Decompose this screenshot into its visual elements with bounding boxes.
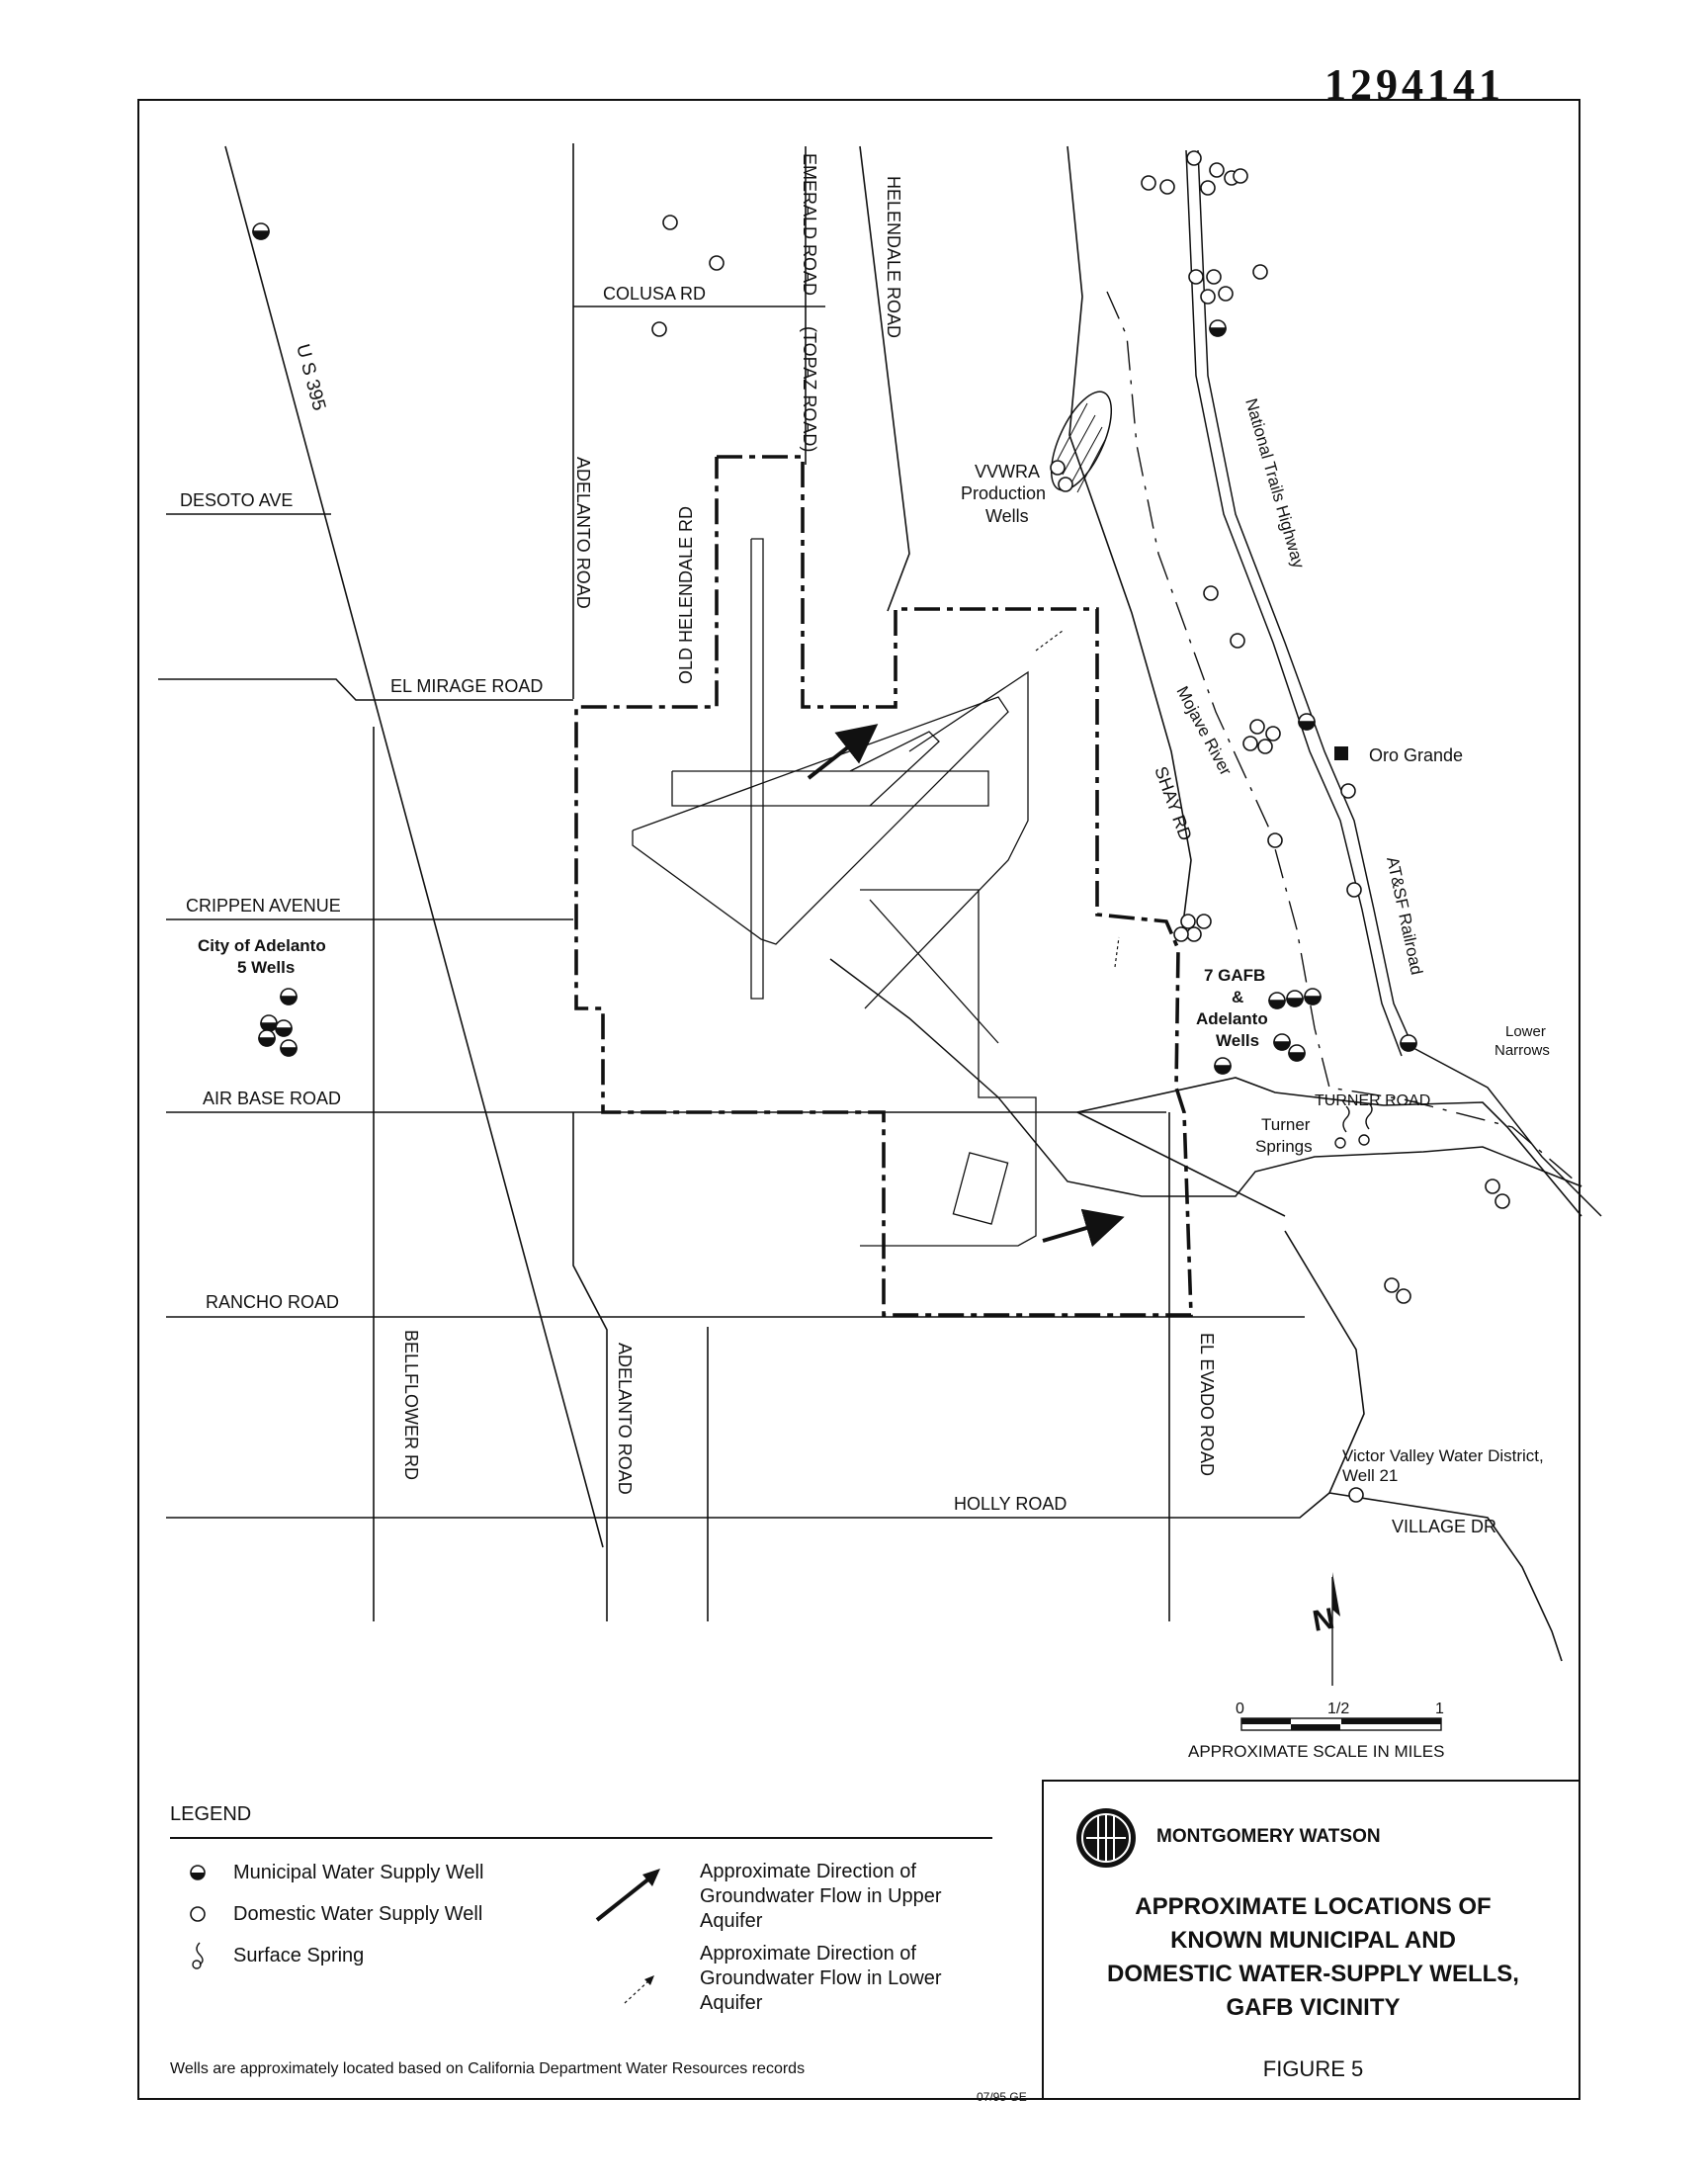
holly-line bbox=[166, 1230, 1365, 1519]
el-evado-label: EL EVADO ROAD bbox=[1197, 1333, 1217, 1476]
national-trails-highway bbox=[1185, 149, 1403, 1057]
lower-flow-arrow-icon bbox=[624, 1975, 654, 2004]
adelanto-wells-label-1: City of Adelanto bbox=[198, 936, 326, 955]
legend-upper-flow: Approximate Direction of Groundwater Flo… bbox=[700, 1861, 942, 1932]
gafb-wells-label-1: 7 GAFB bbox=[1204, 966, 1265, 985]
upper-flow-arrow-icon bbox=[595, 1869, 660, 1922]
oro-grande-label: Oro Grande bbox=[1369, 745, 1463, 765]
turner-springs-label-1: Turner bbox=[1261, 1115, 1311, 1134]
upper-flow-arrow bbox=[807, 724, 879, 780]
air-base-label: AIR BASE ROAD bbox=[203, 1089, 341, 1108]
legend-title: LEGEND bbox=[170, 1803, 252, 1825]
vvwd-label-1: Victor Valley Water District, bbox=[1342, 1446, 1544, 1465]
flow-arrows bbox=[807, 630, 1125, 1248]
adelanto-wells-label-2: 5 Wells bbox=[237, 958, 295, 977]
gafb-wells-label-4: Wells bbox=[1216, 1031, 1259, 1050]
legend: LEGEND Municipal Water Supply Well Domes… bbox=[170, 1803, 1027, 2104]
village-line bbox=[1328, 1492, 1563, 1662]
municipal-well-icon bbox=[190, 1865, 206, 1880]
turner-springs-label-2: Springs bbox=[1255, 1137, 1313, 1156]
scale-caption: APPROXIMATE SCALE IN MILES bbox=[1188, 1742, 1444, 1761]
legend-municipal: Municipal Water Supply Well bbox=[233, 1862, 484, 1883]
gafb-wells-label-2: & bbox=[1232, 988, 1243, 1006]
lower-flow-arrow bbox=[1035, 630, 1064, 652]
helendale-line bbox=[859, 145, 910, 612]
atsf-label: AT&SF Railroad bbox=[1383, 855, 1426, 977]
lower-narrows-label-1: Lower bbox=[1505, 1023, 1546, 1040]
mojave-label: Mojave River bbox=[1172, 683, 1236, 779]
el-mirage-label: EL MIRAGE ROAD bbox=[390, 676, 543, 696]
internal-road-1 bbox=[1076, 1111, 1286, 1217]
emerald-label: EMERALD ROAD bbox=[800, 153, 819, 296]
upper-flow-arrow-2 bbox=[1042, 1208, 1125, 1248]
road-network bbox=[158, 143, 1582, 1662]
municipal-wells bbox=[252, 222, 1417, 1075]
runways bbox=[632, 538, 1037, 1247]
turner-label: TURNER ROAD bbox=[1315, 1092, 1430, 1109]
desoto-label: DESOTO AVE bbox=[180, 490, 293, 510]
atsf-railroad bbox=[1197, 149, 1602, 1217]
legend-date: 07/95 GE bbox=[977, 2090, 1027, 2104]
domestic-wells bbox=[651, 150, 1510, 1503]
old-helendale-label: OLD HELENDALE RD bbox=[676, 506, 696, 684]
bellflower-label: BELLFLOWER RD bbox=[401, 1330, 421, 1480]
adelanto-south-line bbox=[572, 1112, 608, 1621]
title-block: MONTGOMERY WATSON APPROXIMATE LOCATIONS … bbox=[1042, 1780, 1580, 2100]
company-name: MONTGOMERY WATSON bbox=[1156, 1826, 1381, 1847]
topaz-label: (TOPAZ ROAD) bbox=[800, 326, 819, 452]
figure-title: APPROXIMATE LOCATIONS OF KNOWN MUNICIPAL… bbox=[1107, 1893, 1519, 2021]
legend-note: Wells are approximately located based on… bbox=[170, 2060, 806, 2077]
village-label: VILLAGE DR bbox=[1392, 1517, 1496, 1536]
surface-spring-icon bbox=[192, 1942, 204, 1969]
helendale-label: HELENDALE ROAD bbox=[884, 176, 903, 338]
lower-narrows-label-2: Narrows bbox=[1494, 1042, 1550, 1059]
vvwd-label-2: Well 21 bbox=[1342, 1466, 1398, 1485]
scale-tick-half: 1/2 bbox=[1327, 1701, 1349, 1717]
north-arrow: N bbox=[1310, 1572, 1340, 1686]
shay-line bbox=[1067, 145, 1192, 940]
scale-tick-1: 1 bbox=[1435, 1701, 1444, 1717]
vvwra-label-3: Wells bbox=[985, 506, 1029, 526]
vvwra-pond bbox=[1050, 391, 1113, 493]
figure-number: FIGURE 5 bbox=[1262, 2056, 1364, 2081]
west-railroad bbox=[829, 958, 1582, 1197]
legend-spring: Surface Spring bbox=[233, 1945, 365, 1966]
vvwra-label-1: VVWRA bbox=[975, 462, 1040, 481]
gafb-boundary bbox=[574, 455, 1193, 1317]
rancho-label: RANCHO ROAD bbox=[206, 1292, 339, 1312]
colusa-label: COLUSA RD bbox=[603, 284, 706, 304]
vvwra-label-2: Production bbox=[961, 483, 1046, 503]
turner-line bbox=[1076, 1077, 1582, 1217]
scale-bar: 0 1/2 1 APPROXIMATE SCALE IN MILES bbox=[1188, 1701, 1444, 1761]
mojave-river bbox=[1106, 291, 1582, 1187]
adelanto-south-label: ADELANTO ROAD bbox=[615, 1343, 635, 1495]
shay-label: SHAY RD bbox=[1151, 764, 1196, 843]
el-mirage-line bbox=[158, 678, 573, 701]
oro-grande-marker bbox=[1334, 746, 1348, 760]
scale-tick-0: 0 bbox=[1236, 1701, 1244, 1717]
legend-lower-flow: Approximate Direction of Groundwater Flo… bbox=[700, 1943, 942, 2014]
railroads bbox=[829, 149, 1602, 1217]
holly-label: HOLLY ROAD bbox=[954, 1494, 1067, 1514]
national-trails-label: National Trails Highway bbox=[1241, 396, 1308, 570]
lower-flow-arrow-2 bbox=[1114, 936, 1120, 968]
legend-domestic: Domestic Water Supply Well bbox=[233, 1903, 483, 1925]
legend-rule bbox=[170, 1837, 992, 1839]
adelanto-north-label: ADELANTO ROAD bbox=[573, 457, 593, 609]
us395-line bbox=[224, 145, 604, 1548]
montgomery-watson-logo-icon bbox=[1076, 1808, 1136, 1868]
us395-label: U S 395 bbox=[292, 342, 329, 413]
domestic-well-icon bbox=[190, 1906, 206, 1922]
surface-springs bbox=[1334, 1102, 1373, 1149]
gafb-wells-label-3: Adelanto bbox=[1196, 1009, 1268, 1028]
map-frame bbox=[137, 99, 1580, 2100]
crippen-label: CRIPPEN AVENUE bbox=[186, 896, 341, 916]
